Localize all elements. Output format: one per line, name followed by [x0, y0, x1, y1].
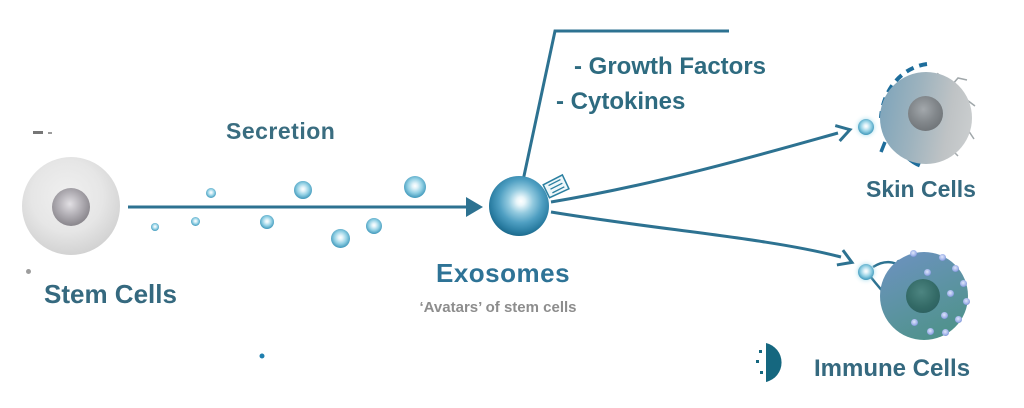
dot-artifact	[259, 353, 265, 359]
stem-cells-label: Stem Cells	[44, 279, 177, 309]
skin-cell-nucleus-icon	[908, 96, 943, 131]
receptor-dot-icon	[924, 269, 931, 276]
speck-artifact	[48, 132, 52, 134]
receptor-dot-icon	[941, 312, 948, 319]
speck-artifact	[33, 131, 43, 134]
exosomes-subtitle: ‘Avatars’ of stem cells	[419, 299, 577, 316]
exosome-icon	[489, 176, 549, 236]
receptor-dot-icon	[963, 298, 970, 305]
immune-cells-label: Immune Cells	[814, 355, 971, 382]
cargo-bracket-line	[519, 29, 729, 191]
cargo-item-cytokines: - Cytokines	[556, 88, 686, 115]
skin-cells-label: Skin Cells	[866, 176, 976, 202]
receptor-dot-icon	[955, 316, 962, 323]
crescent-icon	[756, 343, 782, 382]
exosomes-label: Exosomes	[436, 258, 571, 288]
receptor-dot-icon	[939, 254, 946, 261]
receptor-dot-icon	[942, 329, 949, 336]
immune-cell-nucleus-icon	[906, 279, 940, 313]
delivered-exosome-icon	[858, 264, 874, 280]
stem-cell-nucleus-icon	[52, 188, 90, 226]
delivered-exosome-icon	[858, 119, 874, 135]
vesicle-bubble-icon	[260, 215, 274, 229]
receptor-dot-icon	[927, 328, 934, 335]
receptor-dot-icon	[911, 319, 918, 326]
receptor-dot-icon	[947, 290, 954, 297]
vesicle-bubble-icon	[191, 217, 200, 226]
speck-artifact	[26, 269, 31, 274]
receptor-dot-icon	[910, 250, 917, 257]
vesicle-bubble-icon	[331, 229, 350, 248]
immune-cells-arrow	[550, 210, 855, 267]
vesicle-bubble-icon	[294, 181, 312, 199]
receptor-dot-icon	[952, 265, 959, 272]
vesicle-bubble-icon	[404, 176, 426, 198]
vesicle-bubble-icon	[366, 218, 382, 234]
vesicle-bubble-icon	[151, 223, 159, 231]
cargo-item-growth-factors: - Growth Factors	[574, 53, 767, 80]
secretion-label: Secretion	[226, 118, 336, 144]
vesicle-bubble-icon	[206, 188, 216, 198]
exosome-tag-icon	[542, 173, 570, 199]
skin-cells-arrow	[550, 124, 853, 204]
receptor-dot-icon	[960, 280, 967, 287]
secretion-arrow	[128, 197, 483, 217]
